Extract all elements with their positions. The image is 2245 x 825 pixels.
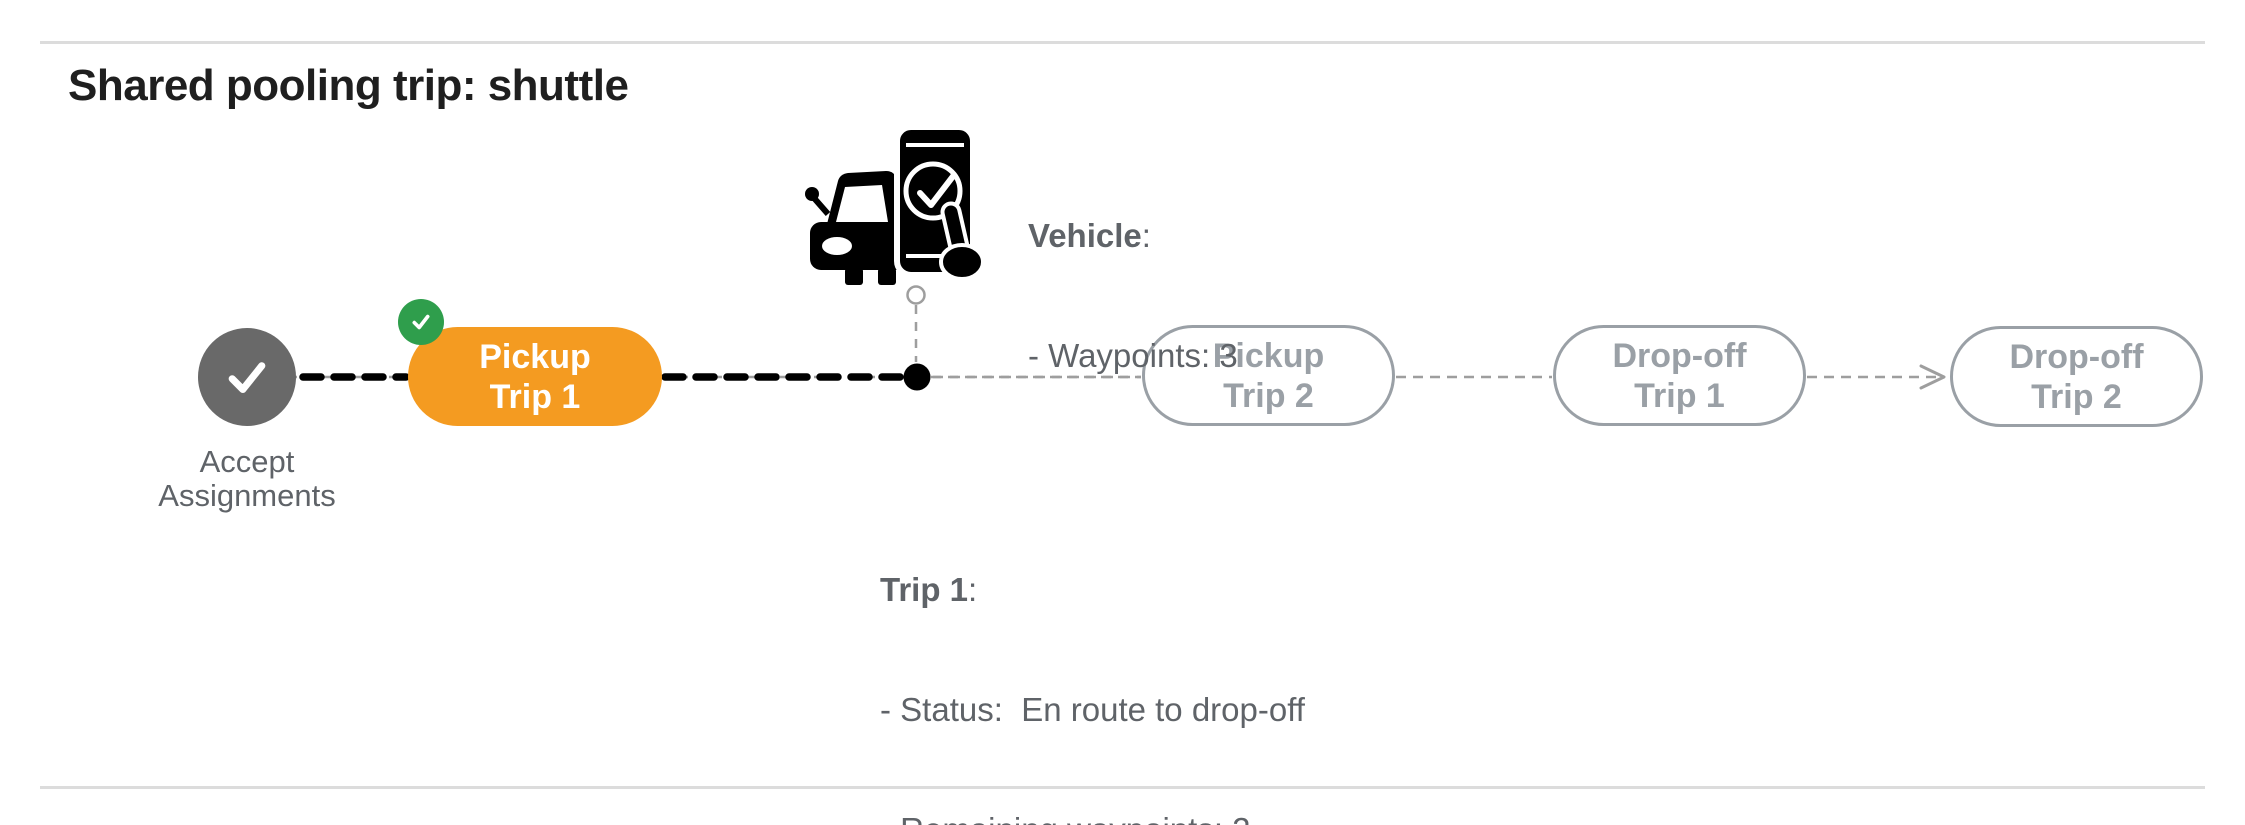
node-dropoff-trip-1: Drop-off Trip 1 [1553, 325, 1806, 426]
car-with-phone-check-icon [805, 124, 985, 285]
vehicle-position-dot [903, 363, 931, 391]
node-dropoff-trip-2: Drop-off Trip 2 [1950, 326, 2203, 427]
vehicle-annotation-colon: : [1141, 217, 1151, 254]
car-icon [805, 171, 910, 285]
vehicle-annotation-heading-text: Vehicle [1028, 217, 1142, 254]
check-icon [412, 314, 430, 330]
arrow-head-icon [1919, 364, 1946, 390]
vehicle-annotation: Vehicle: - Waypoints: 3 [1028, 136, 1238, 456]
trip1-heading-colon: : [968, 571, 978, 608]
node-pickup-trip-2: Pickup Trip 2 [1142, 325, 1395, 426]
node-pickup-trip-1: Pickup Trip 1 [408, 327, 662, 426]
page-title: Shared pooling trip: shuttle [68, 61, 629, 110]
trip1-heading: Trip 1: [880, 570, 1305, 610]
trip1-heading-text: Trip 1 [880, 571, 969, 608]
vehicle-waypoints-line: - Waypoints: 3 [1028, 337, 1238, 374]
accept-assignments-label: Accept Assignments [158, 444, 336, 513]
trip1-waypoints-line: - Remaining waypoints: 2 [880, 810, 1305, 825]
vehicle-annotation-heading: Vehicle: [1028, 216, 1238, 256]
trip-status-annotation: Trip 1: - Status: En route to drop-off -… [880, 490, 1305, 825]
vehicle-marker-circle [906, 285, 926, 305]
trip1-status-line: - Status: En route to drop-off [880, 691, 1305, 728]
check-icon [228, 362, 266, 393]
accept-assignments-node [198, 328, 296, 426]
hand-icon [939, 201, 985, 281]
bottom-divider [40, 786, 2205, 789]
top-divider [40, 41, 2205, 44]
check-badge-icon [398, 299, 444, 345]
